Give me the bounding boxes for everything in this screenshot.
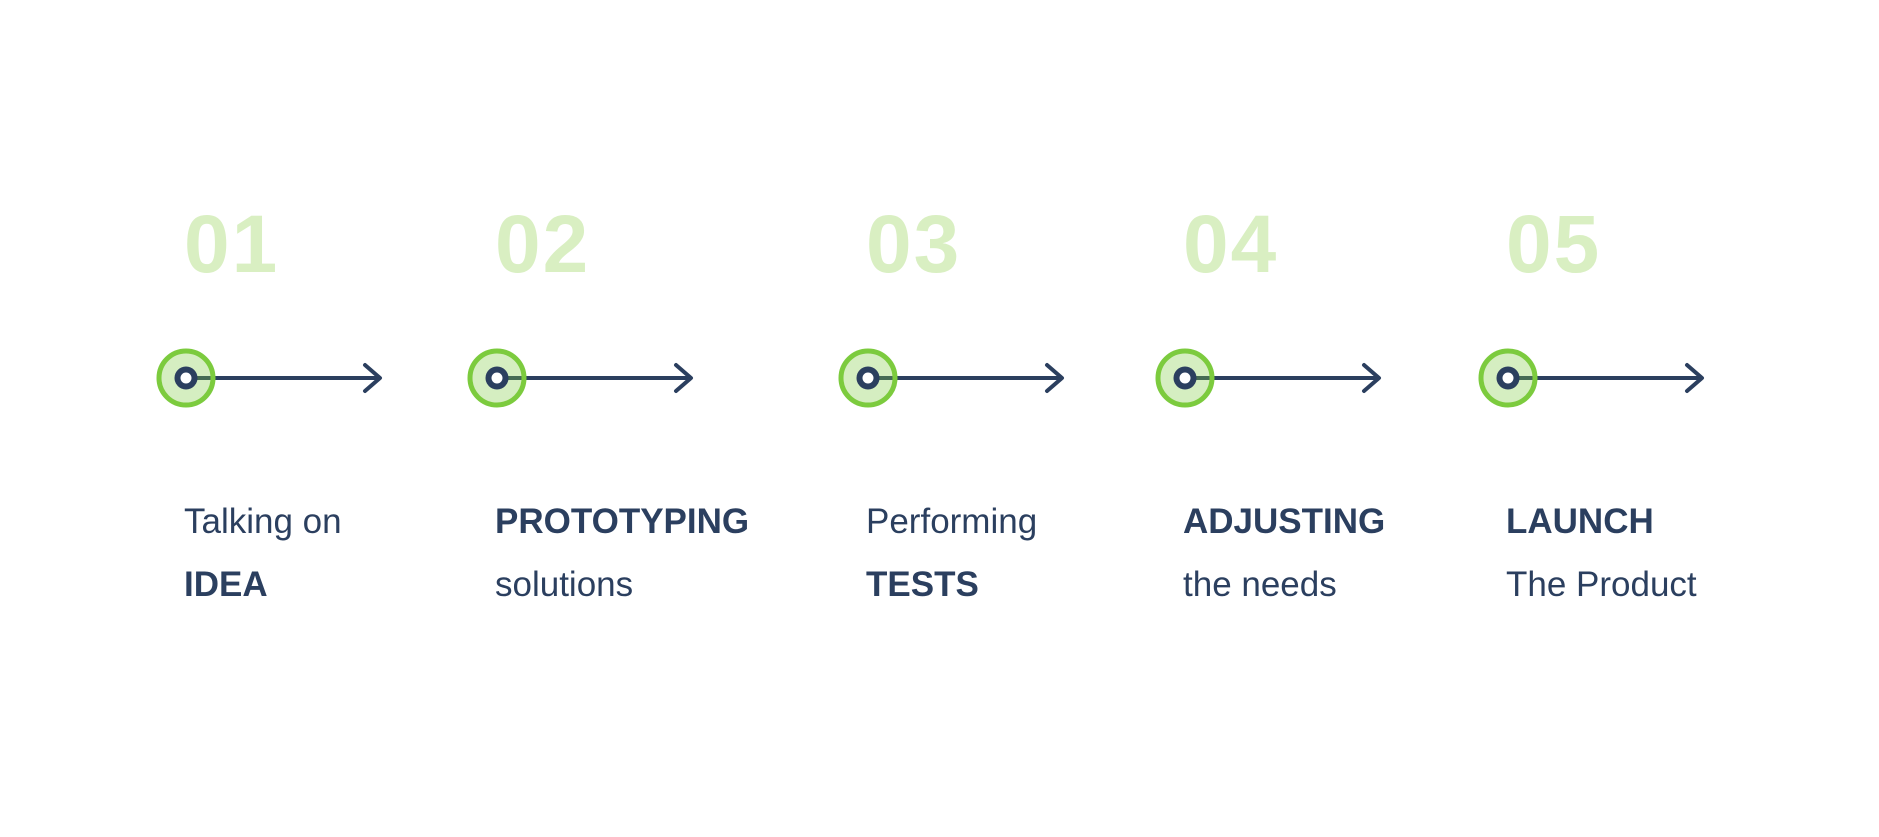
step-label-line1: Performing bbox=[866, 502, 1038, 541]
step-number: 03 bbox=[866, 199, 962, 290]
step-dot-arrow-icon bbox=[838, 348, 1064, 408]
step-dot-arrow-icon bbox=[467, 348, 693, 408]
step-label: PROTOTYPING solutions bbox=[495, 490, 749, 616]
step-label-line2: IDEA bbox=[184, 565, 268, 604]
process-step-4: 04 ADJUSTING the needs bbox=[1155, 170, 1500, 650]
step-label-line1: LAUNCH bbox=[1506, 502, 1654, 541]
step-label: Performing TESTS bbox=[866, 490, 1037, 616]
step-dot-arrow-icon bbox=[156, 348, 382, 408]
step-dot-arrow-icon bbox=[1155, 348, 1381, 408]
step-label-line2: The Product bbox=[1506, 565, 1697, 604]
step-number: 05 bbox=[1506, 199, 1602, 290]
step-label: ADJUSTING the needs bbox=[1183, 490, 1385, 616]
step-label-line2: the needs bbox=[1183, 565, 1337, 604]
step-label-line1: Talking on bbox=[184, 502, 342, 541]
process-step-5: 05 LAUNCH The Product bbox=[1478, 170, 1823, 650]
step-number: 04 bbox=[1183, 199, 1279, 290]
process-step-1: 01 Talking on IDEA bbox=[156, 170, 501, 650]
step-label: Talking on IDEA bbox=[184, 490, 342, 616]
step-label-line1: PROTOTYPING bbox=[495, 502, 750, 541]
step-dot-arrow-icon bbox=[1478, 348, 1704, 408]
step-number: 01 bbox=[184, 199, 280, 290]
step-label: LAUNCH The Product bbox=[1506, 490, 1697, 616]
step-number: 02 bbox=[495, 199, 591, 290]
process-step-3: 03 Performing TESTS bbox=[838, 170, 1183, 650]
process-step-2: 02 PROTOTYPING solutions bbox=[467, 170, 812, 650]
step-label-line2: solutions bbox=[495, 565, 634, 604]
step-label-line1: ADJUSTING bbox=[1183, 502, 1386, 541]
step-label-line2: TESTS bbox=[866, 565, 979, 604]
